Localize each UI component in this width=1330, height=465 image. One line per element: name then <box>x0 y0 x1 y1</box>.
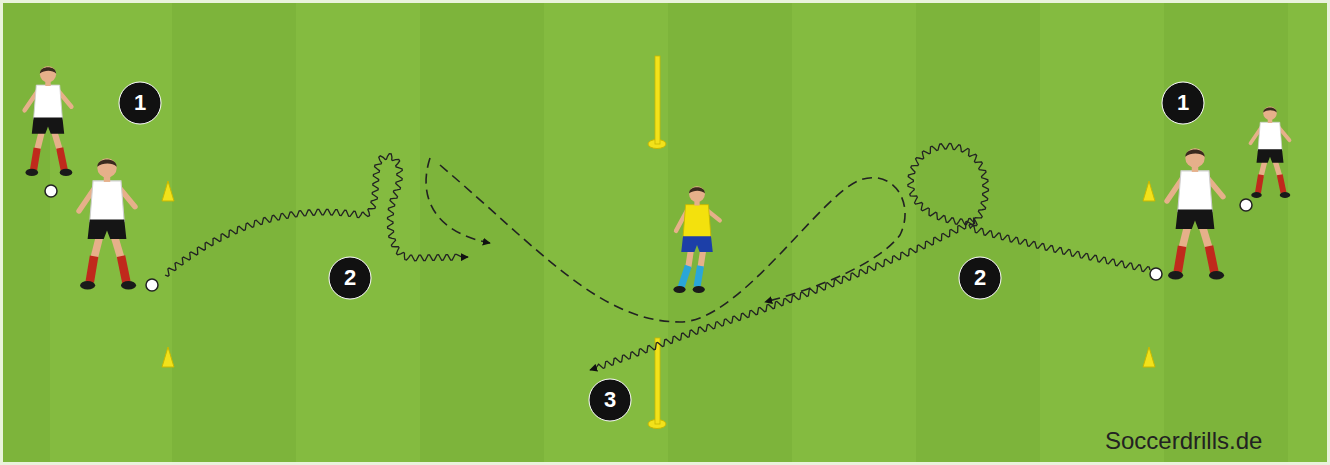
callout-text: 3 <box>588 378 632 422</box>
callout-disc <box>1162 82 1204 124</box>
ball <box>146 279 158 291</box>
pole <box>655 56 660 144</box>
callout-disc <box>959 257 1001 299</box>
callout-text: 2 <box>958 256 1002 300</box>
stripe <box>420 0 544 465</box>
runs <box>165 143 1150 370</box>
callout-number: 2 <box>328 256 372 300</box>
watermark: Soccerdrills.de <box>1105 427 1262 455</box>
cone <box>1143 181 1155 201</box>
callout-number: 3 <box>588 378 632 422</box>
player <box>673 186 719 293</box>
stripe <box>668 0 792 465</box>
pole <box>655 338 660 424</box>
callout-number: 2 <box>958 256 1002 300</box>
dribble-path <box>165 154 468 277</box>
callout-text: 2 <box>328 256 372 300</box>
run-path <box>440 165 905 322</box>
cone <box>162 347 174 367</box>
callout-number: 1 <box>1161 81 1205 125</box>
ball <box>1150 268 1162 280</box>
player <box>25 66 73 176</box>
callout-disc <box>329 257 371 299</box>
cone <box>162 181 174 201</box>
player <box>1167 148 1224 279</box>
callout-text: 1 <box>1161 81 1205 125</box>
ball <box>45 185 57 197</box>
callout-disc <box>589 379 631 421</box>
poles <box>648 56 666 429</box>
callout-disc <box>119 82 161 124</box>
stripe <box>1164 0 1288 465</box>
players <box>25 66 1291 293</box>
balls <box>45 185 1252 291</box>
cone <box>1143 347 1155 367</box>
callout-text: 1 <box>118 81 162 125</box>
dribble-path <box>590 143 1150 370</box>
player <box>1251 107 1291 199</box>
cones <box>162 181 1155 367</box>
callout-number: 1 <box>118 81 162 125</box>
ball <box>1240 199 1252 211</box>
player <box>79 158 136 289</box>
